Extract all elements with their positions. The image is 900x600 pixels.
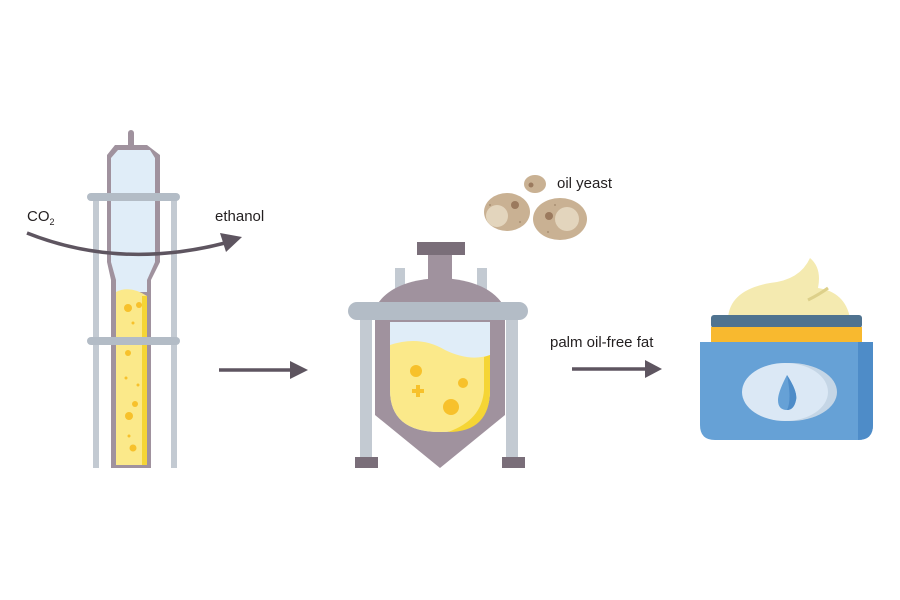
fermenter-tank — [348, 242, 528, 468]
column-reactor — [87, 130, 180, 468]
co2-subscript: 2 — [49, 217, 55, 227]
ethanol-label: ethanol — [215, 208, 265, 225]
co2-ethanol-arrow — [26, 231, 242, 257]
co2-text: CO — [27, 208, 50, 225]
cream-jar — [700, 258, 873, 440]
co2-label: CO2 — [27, 208, 55, 227]
process-arrow-2 — [572, 360, 662, 378]
palm-oil-free-fat-label: palm oil-free fat — [550, 334, 654, 351]
oil-yeast-cells — [484, 175, 587, 240]
oil-yeast-label: oil yeast — [557, 175, 613, 192]
process-arrow-1 — [219, 361, 308, 379]
